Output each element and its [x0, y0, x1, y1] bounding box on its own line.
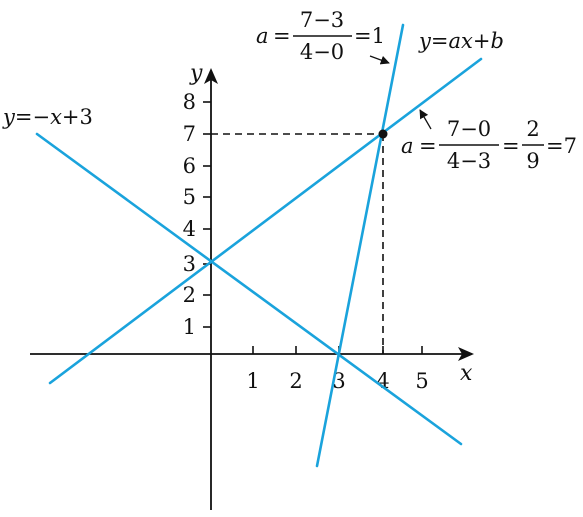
- label-x: x: [50, 105, 62, 129]
- line-steep: [315, 23, 405, 468]
- slope-2-denominator-2: 9: [526, 149, 539, 173]
- label-y: y: [418, 29, 432, 53]
- y-tick-label: 7: [183, 122, 196, 146]
- y-tick-label: 6: [183, 154, 196, 178]
- x-axis-arrow-icon: [458, 347, 474, 361]
- label-y: y: [2, 105, 16, 129]
- slope-2-numerator-1: 7−0: [447, 117, 491, 141]
- slope-2-eq: =: [419, 134, 437, 158]
- y-tick-label: 2: [183, 283, 196, 307]
- label-b: b: [490, 29, 503, 53]
- label-rest: +3: [62, 105, 93, 129]
- slope-2-result: =7: [546, 134, 577, 158]
- y-tick-label: 8: [183, 90, 196, 114]
- x-tick-label: 1: [246, 369, 259, 393]
- label-plus: +: [473, 29, 491, 53]
- slope-1-result: =1: [354, 24, 385, 48]
- slope-1-eq: =: [273, 24, 291, 48]
- slope-2-eq2: =: [502, 134, 520, 158]
- label-eq: =−: [15, 105, 50, 129]
- slope-1-denominator: 4−0: [300, 40, 344, 64]
- intersection-point: [378, 129, 388, 139]
- slope-1-a: a: [256, 24, 269, 48]
- y-tick-labels: 1 2 3 4 5 6 7 8: [183, 90, 196, 339]
- x-tick-label: 4: [376, 369, 389, 393]
- line-ax-plus-b-label: y=ax+b: [418, 29, 504, 53]
- y-tick-label: 5: [183, 185, 196, 209]
- y-axis-arrow-icon: [204, 68, 218, 84]
- x-tick-label: 2: [289, 369, 302, 393]
- y-tick-label: 4: [183, 217, 196, 241]
- x-tick-label: 5: [415, 369, 428, 393]
- slope-2-denominator-1: 4−3: [447, 149, 491, 173]
- y-tick-label: 1: [183, 315, 196, 339]
- slope-2-numerator-2: 2: [526, 117, 539, 141]
- line-negative-slope-label: y=−x+3: [2, 105, 93, 129]
- y-ticks: [203, 101, 211, 328]
- label-x: x: [461, 29, 473, 53]
- slope-2-pointer: [419, 109, 432, 130]
- slope-2-a: a: [401, 134, 414, 158]
- slope-1-numerator: 7−3: [300, 8, 344, 32]
- y-tick-label: 3: [183, 252, 196, 276]
- line-negative-slope: [35, 132, 463, 446]
- label-eq: =: [431, 29, 449, 53]
- y-axis-label: y: [189, 61, 203, 86]
- x-axis-label: x: [460, 361, 473, 386]
- slope-1-pointer: [369, 55, 390, 65]
- slope-annotation-1: a = 7−3 4−0 =1: [256, 8, 390, 65]
- label-a: a: [448, 29, 461, 53]
- x-tick-labels: 1 2 3 4 5: [246, 369, 428, 393]
- line-ax-plus-b: [48, 57, 483, 385]
- slope-annotation-2: a = 7−0 4−3 = 2 9 =7: [401, 109, 577, 173]
